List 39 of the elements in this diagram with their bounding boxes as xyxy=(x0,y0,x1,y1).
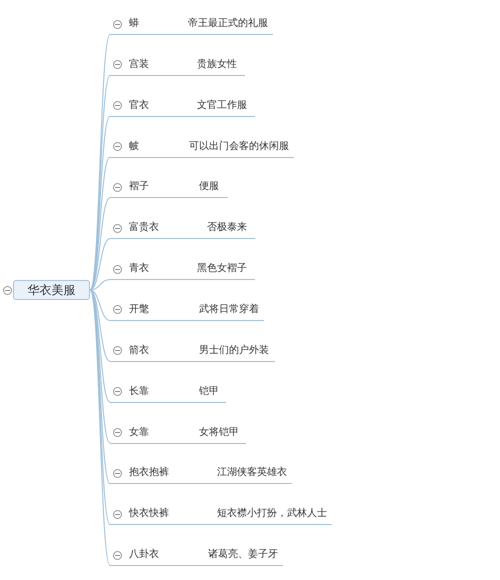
topic-label: 宫装 xyxy=(129,58,149,71)
topic-description: 男士们的户外装 xyxy=(199,344,269,357)
topic-label: 快衣快裤 xyxy=(129,508,169,520)
topic-description: 武将日常穿着 xyxy=(199,304,259,316)
topic-label: 抱衣抱裤 xyxy=(129,467,169,480)
topic-description: 江湖侠客英雄衣 xyxy=(217,467,287,480)
topic-label: 帔 xyxy=(129,140,139,153)
topic-label: 八卦衣 xyxy=(129,549,159,562)
branch-connector xyxy=(90,34,110,290)
topic-description: 铠甲 xyxy=(199,386,219,398)
root-topic-box xyxy=(13,280,90,300)
topic-description: 贵族女性 xyxy=(197,58,237,71)
branch-connector xyxy=(90,279,110,290)
topic-label: 青衣 xyxy=(129,263,149,276)
topic-label: 官衣 xyxy=(129,100,149,112)
topic-description: 诸葛亮、姜子牙 xyxy=(208,549,278,562)
topic-description: 便服 xyxy=(199,181,219,194)
topic-description: 女将铠甲 xyxy=(199,426,239,438)
topic-description: 否极泰来 xyxy=(207,222,247,234)
topic-label: 长靠 xyxy=(129,386,149,398)
branch-connector xyxy=(90,290,110,362)
branch-connector xyxy=(90,197,110,290)
branch-connector xyxy=(90,290,110,321)
topic-description: 可以出门会客的休闲服 xyxy=(189,140,289,153)
topic-description: 短衣襟小打扮，武林人士 xyxy=(217,508,327,520)
branch-connector xyxy=(90,290,110,403)
branch-connector xyxy=(90,290,110,484)
topic-label: 褶子 xyxy=(129,181,149,194)
branch-connector xyxy=(90,238,110,290)
topic-label: 箭衣 xyxy=(129,344,149,357)
branch-connector xyxy=(90,116,110,290)
topic-label: 开氅 xyxy=(129,304,149,316)
topic-description: 帝王最正式的礼服 xyxy=(188,18,268,30)
topic-label: 富贵衣 xyxy=(129,222,159,234)
topic-label: 蟒 xyxy=(129,18,139,30)
topic-label: 女靠 xyxy=(129,426,149,438)
root-label: 华衣美服 xyxy=(28,282,76,298)
topic-description: 黑色女褶子 xyxy=(197,263,247,276)
topic-description: 文官工作服 xyxy=(197,100,247,112)
